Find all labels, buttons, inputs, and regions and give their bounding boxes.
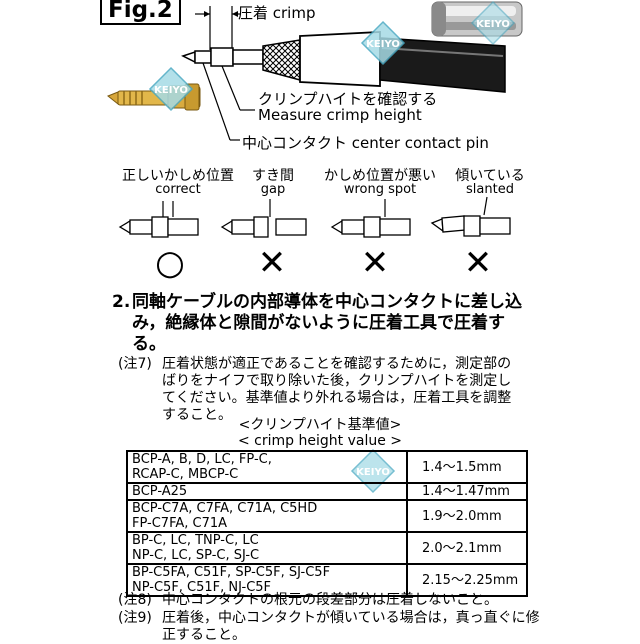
mark-correct: ○ xyxy=(155,243,185,283)
measure-label-en: Measure crimp height xyxy=(258,106,422,124)
step-number: 2. xyxy=(112,292,131,312)
value-cell: 1.4～1.47mm xyxy=(406,482,528,501)
model-cell: BCP-A, B, D, LC, FP-C,RCAP-C, MBCP-C xyxy=(126,450,408,484)
table-row: BCP-A, B, D, LC, FP-C,RCAP-C, MBCP-C 1.4… xyxy=(126,450,528,484)
keiyo-watermark-badge: KEIYO xyxy=(470,0,516,46)
mark-gap: ✕ xyxy=(257,243,287,283)
table-title-en: < crimp height value > xyxy=(238,433,402,449)
pin-diagram-gap xyxy=(220,199,307,238)
note-7-label: (注7) xyxy=(118,356,152,372)
pin-diagram-slanted xyxy=(430,196,511,237)
value-cell: 1.4～1.5mm xyxy=(406,450,528,484)
table-title-jp: <クリンプハイト基準値> xyxy=(238,417,402,433)
measure-label-jp: クリンプハイトを確認する xyxy=(258,90,438,108)
note-7-text: 圧着状態が適正であることを確認するために，測定部のばりをナイフで取り除いた後，ク… xyxy=(162,356,512,423)
crimp-label: 圧着 crimp xyxy=(238,4,316,22)
watermark-text: KEIYO xyxy=(476,19,510,30)
value-cell: 2.15～2.25mm xyxy=(406,563,528,597)
step-2: 2. 同軸ケーブルの内部導体を中心コンタクトに差し込み，絶縁体と隙間がないように… xyxy=(112,292,532,355)
table-title: <クリンプハイト基準値> < crimp height value > xyxy=(0,417,640,449)
state-wrong-en: wrong spot xyxy=(343,182,417,197)
state-slanted-en: slanted xyxy=(466,182,514,197)
value-cell: 2.0～2.1mm xyxy=(406,531,528,565)
pin-diagram-correct xyxy=(118,201,199,238)
pin-diagram-wrong-spot xyxy=(330,199,411,238)
state-gap-jp: すき間 xyxy=(252,168,294,184)
note-9-text: 圧着後，中心コンタクトが傾いている場合は，真っ直ぐに修正すること。 xyxy=(162,610,540,643)
crimp-height-table: BCP-A, B, D, LC, FP-C,RCAP-C, MBCP-C 1.4… xyxy=(126,450,528,597)
keiyo-watermark-badge: KEIYO xyxy=(360,20,406,66)
keiyo-watermark-badge: KEIYO xyxy=(148,66,194,112)
note-8-label: (注8) xyxy=(118,592,152,608)
mark-wrong-spot: ✕ xyxy=(360,243,390,283)
state-slanted-jp: 傾いている xyxy=(455,168,525,184)
center-pin-label: 中心コンタクト center contact pin xyxy=(242,134,489,152)
state-correct-jp: 正しいかしめ位置 xyxy=(122,168,234,184)
state-gap-en: gap xyxy=(260,182,286,197)
step-text: 同軸ケーブルの内部導体を中心コンタクトに差し込み，絶縁体と隙間がないように圧着工… xyxy=(132,292,522,354)
mark-slanted: ✕ xyxy=(463,243,493,283)
watermark-text: KEIYO xyxy=(366,39,400,50)
watermark-text: KEIYO xyxy=(154,85,188,96)
figure-title: Fig.2 xyxy=(100,0,181,25)
state-wrong-jp: かしめ位置が悪い xyxy=(324,168,436,184)
note-8-text: 中心コンタクトの根元の段差部分は圧着しないこと。 xyxy=(162,592,498,608)
model-cell: BCP-A25 xyxy=(126,482,408,501)
table-row: BCP-A25 1.4～1.47mm xyxy=(126,482,528,501)
state-diagrams xyxy=(118,196,511,238)
note-9-label: (注9) xyxy=(118,610,152,626)
value-cell: 1.9～2.0mm xyxy=(406,499,528,533)
state-correct-en: correct xyxy=(155,182,201,197)
